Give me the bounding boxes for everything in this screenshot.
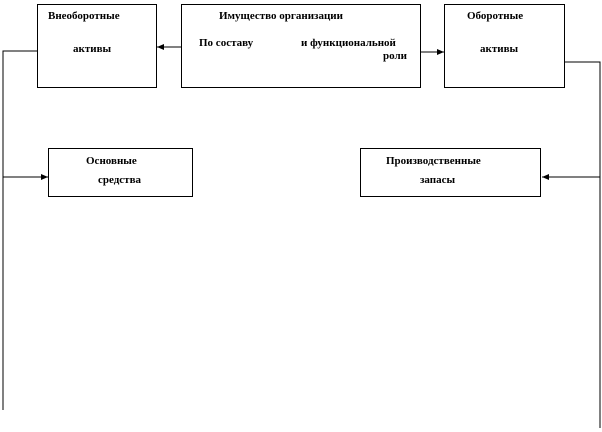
- current-assets-box: [444, 4, 565, 88]
- fixed-assets-line1: Основные: [86, 155, 137, 167]
- fixed-assets-line2: средства: [98, 174, 142, 186]
- current-assets-line2: активы: [480, 43, 519, 55]
- inventory-box: [360, 148, 541, 197]
- current-assets-line1: Оборотные: [467, 10, 524, 22]
- organization-property-title: Имущество организации: [219, 10, 343, 22]
- left-bracket-line: [2, 50, 37, 410]
- organization-property-subtitle-3: роли: [383, 50, 407, 62]
- noncurrent-assets-line1: Внеоборотные: [48, 10, 120, 22]
- inventory-line1: Производственные: [386, 155, 481, 167]
- right-bracket-line: [565, 61, 601, 428]
- noncurrent-assets-box: [37, 4, 157, 88]
- organization-property-subtitle-1: По составу: [199, 37, 254, 49]
- fixed-assets-box: [48, 148, 193, 197]
- noncurrent-assets-line2: активы: [73, 43, 112, 55]
- organization-property-subtitle-2: и функциональной: [301, 37, 396, 49]
- organization-property-box: [181, 4, 421, 88]
- inventory-line2: запасы: [420, 174, 456, 186]
